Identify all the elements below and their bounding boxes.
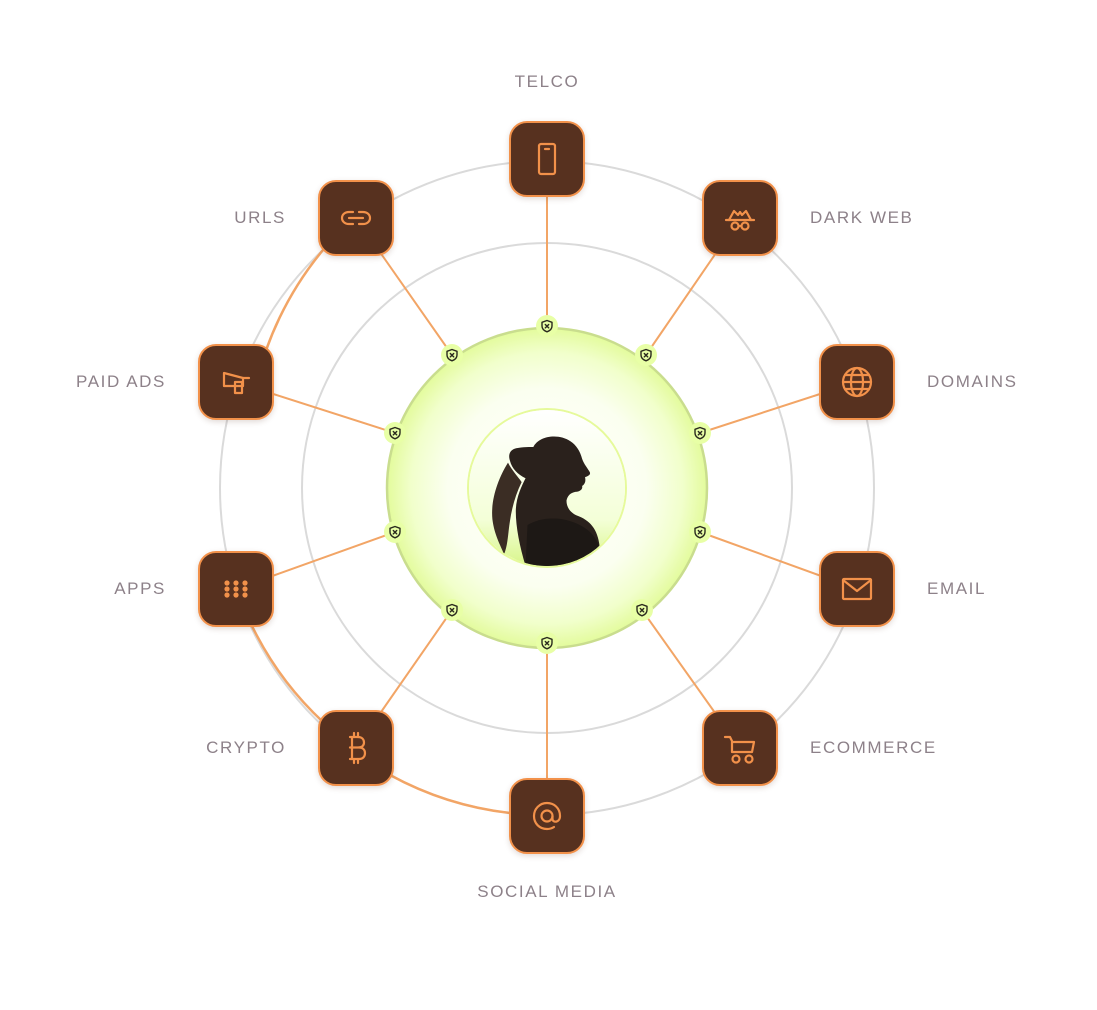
label-ecommerce: ECOMMERCE [810, 738, 937, 757]
bitcoin-icon [336, 728, 376, 768]
shield-icon [441, 599, 463, 621]
label-dark-web: DARK WEB [810, 208, 914, 227]
shield-icon [689, 422, 711, 444]
node-email[interactable] [819, 551, 895, 627]
outer-ring-highlight-bottom-left [250, 625, 324, 723]
apps-grid-icon [216, 569, 256, 609]
spy-icon [720, 198, 760, 238]
shield-icon [635, 344, 657, 366]
link-icon [336, 198, 376, 238]
label-social-media: SOCIAL MEDIA [477, 882, 617, 901]
shield-icon [384, 521, 406, 543]
label-apps: APPS [114, 579, 166, 598]
label-email: EMAIL [927, 579, 987, 598]
node-telco[interactable] [509, 121, 585, 197]
profile-silhouette-image [469, 410, 625, 566]
node-crypto[interactable] [318, 710, 394, 786]
globe-icon [837, 362, 877, 402]
envelope-icon [837, 569, 877, 609]
at-icon [527, 796, 567, 836]
outer-ring-highlight-bottom [389, 773, 511, 815]
shield-icon [689, 521, 711, 543]
shield-icon [536, 632, 558, 654]
shield-icon [631, 599, 653, 621]
label-urls: URLS [234, 208, 286, 227]
cart-icon [720, 728, 760, 768]
shield-icon [441, 344, 463, 366]
node-ecommerce[interactable] [702, 710, 778, 786]
shield-icon [384, 422, 406, 444]
center-avatar [467, 408, 627, 568]
label-crypto: CRYPTO [206, 738, 286, 757]
node-dark-web[interactable] [702, 180, 778, 256]
node-urls[interactable] [318, 180, 394, 256]
shield-icon [536, 315, 558, 337]
node-paid-ads[interactable] [198, 344, 274, 420]
node-social-media[interactable] [509, 778, 585, 854]
label-domains: DOMAINS [927, 372, 1018, 391]
label-paid-ads: PAID ADS [76, 372, 166, 391]
node-domains[interactable] [819, 344, 895, 420]
label-telco: TELCO [514, 72, 580, 91]
phone-icon [527, 139, 567, 179]
megaphone-icon [216, 362, 256, 402]
node-apps[interactable] [198, 551, 274, 627]
